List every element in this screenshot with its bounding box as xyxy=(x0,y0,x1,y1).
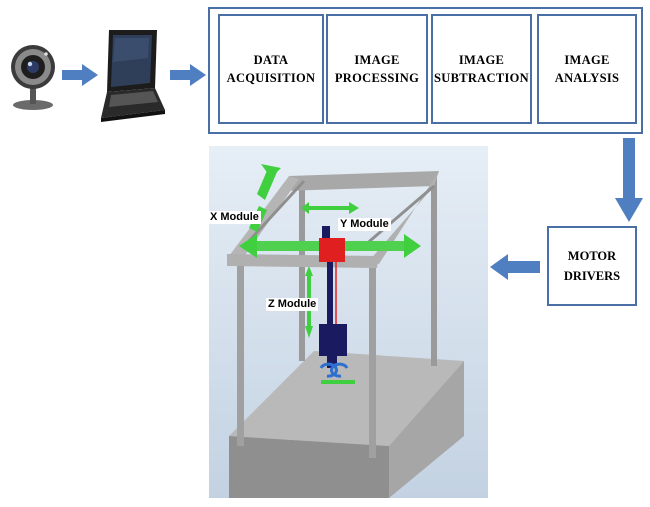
webcam-icon xyxy=(11,45,55,110)
stage-data-acquisition: DATA ACQUISITION xyxy=(218,14,324,124)
stage-image-analysis: IMAGE ANALYSIS xyxy=(537,14,637,124)
arrow-webcam-to-laptop xyxy=(62,64,98,86)
motor-drivers-box: MOTOR DRIVERS xyxy=(547,226,637,306)
y-module-label: Y Module xyxy=(338,218,391,231)
arrow-motor-to-machine xyxy=(490,254,540,280)
laptop-icon xyxy=(101,30,165,122)
z-module-label: Z Module xyxy=(266,298,319,311)
stage-image-processing: IMAGE PROCESSING xyxy=(326,14,428,124)
x-module-label: X Module xyxy=(208,211,261,224)
arrow-down-to-motor xyxy=(615,138,643,222)
gantry-cad-image xyxy=(209,146,488,498)
stage-image-subtraction: IMAGE SUBTRACTION xyxy=(431,14,532,124)
arrow-laptop-to-pipeline xyxy=(170,64,206,86)
